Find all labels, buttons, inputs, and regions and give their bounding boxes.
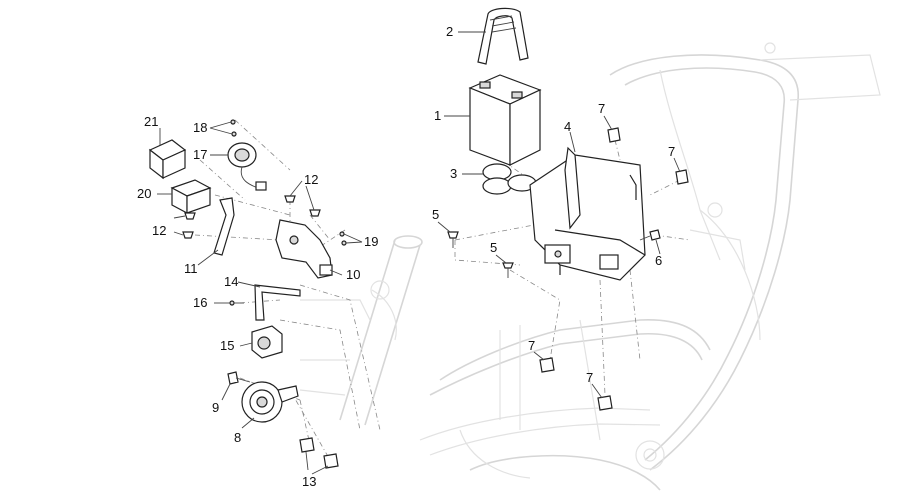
label-14: 14: [224, 274, 238, 289]
label-3: 3: [450, 166, 457, 181]
screw-5a: [447, 231, 459, 248]
label-16: 16: [193, 295, 207, 310]
label-15: 15: [220, 338, 234, 353]
label-11: 11: [184, 261, 198, 276]
label-6: 6: [655, 253, 662, 268]
label-1: 1: [434, 108, 441, 123]
clip-7b: [675, 169, 689, 185]
label-21: 21: [144, 114, 158, 129]
label-20: 20: [137, 186, 151, 201]
relay: [148, 139, 187, 180]
screw-5b: [502, 262, 514, 278]
battery: [468, 74, 542, 166]
screw-16: [229, 300, 244, 306]
screw-6: [639, 229, 661, 241]
callout-labels: 1 2 3 4 5 5 6 7 7 7 7 8 9 10 11 12 12 13…: [137, 24, 675, 489]
bracket-14: [254, 284, 301, 321]
label-19: 19: [364, 234, 378, 249]
battery-pads: [482, 163, 537, 195]
label-7d: 7: [586, 370, 593, 385]
mounting-plate: [275, 219, 333, 279]
label-7b: 7: [668, 144, 675, 159]
buzzer: [227, 142, 267, 191]
label-8: 8: [234, 430, 241, 445]
horn: [241, 381, 299, 423]
screw-12a: [284, 195, 321, 217]
leader-lines: [157, 31, 681, 475]
clip-7d: [597, 395, 613, 411]
screw-19: [339, 231, 347, 246]
label-5b: 5: [490, 240, 497, 255]
battery-tray: [529, 146, 646, 281]
battery-strap: [477, 7, 529, 65]
screw-9: [227, 371, 251, 385]
clip-13a: [299, 437, 315, 453]
label-7c: 7: [528, 338, 535, 353]
flasher-unit: [170, 179, 212, 214]
label-9: 9: [212, 400, 219, 415]
label-2: 2: [446, 24, 453, 39]
bracket-11: [213, 197, 235, 256]
screw-12b: [182, 212, 196, 239]
clip-7a: [607, 127, 621, 143]
scooter-frame: [299, 42, 881, 491]
label-18: 18: [193, 120, 207, 135]
clip-7c: [539, 357, 555, 373]
label-4: 4: [564, 119, 571, 134]
label-10: 10: [346, 267, 360, 282]
label-12b: 12: [152, 223, 166, 238]
label-7a: 7: [598, 101, 605, 116]
connector-15: [251, 325, 283, 359]
label-5a: 5: [432, 207, 439, 222]
label-12a: 12: [304, 172, 318, 187]
label-13: 13: [302, 474, 316, 489]
clip-13b: [323, 453, 339, 469]
label-17: 17: [193, 147, 207, 162]
